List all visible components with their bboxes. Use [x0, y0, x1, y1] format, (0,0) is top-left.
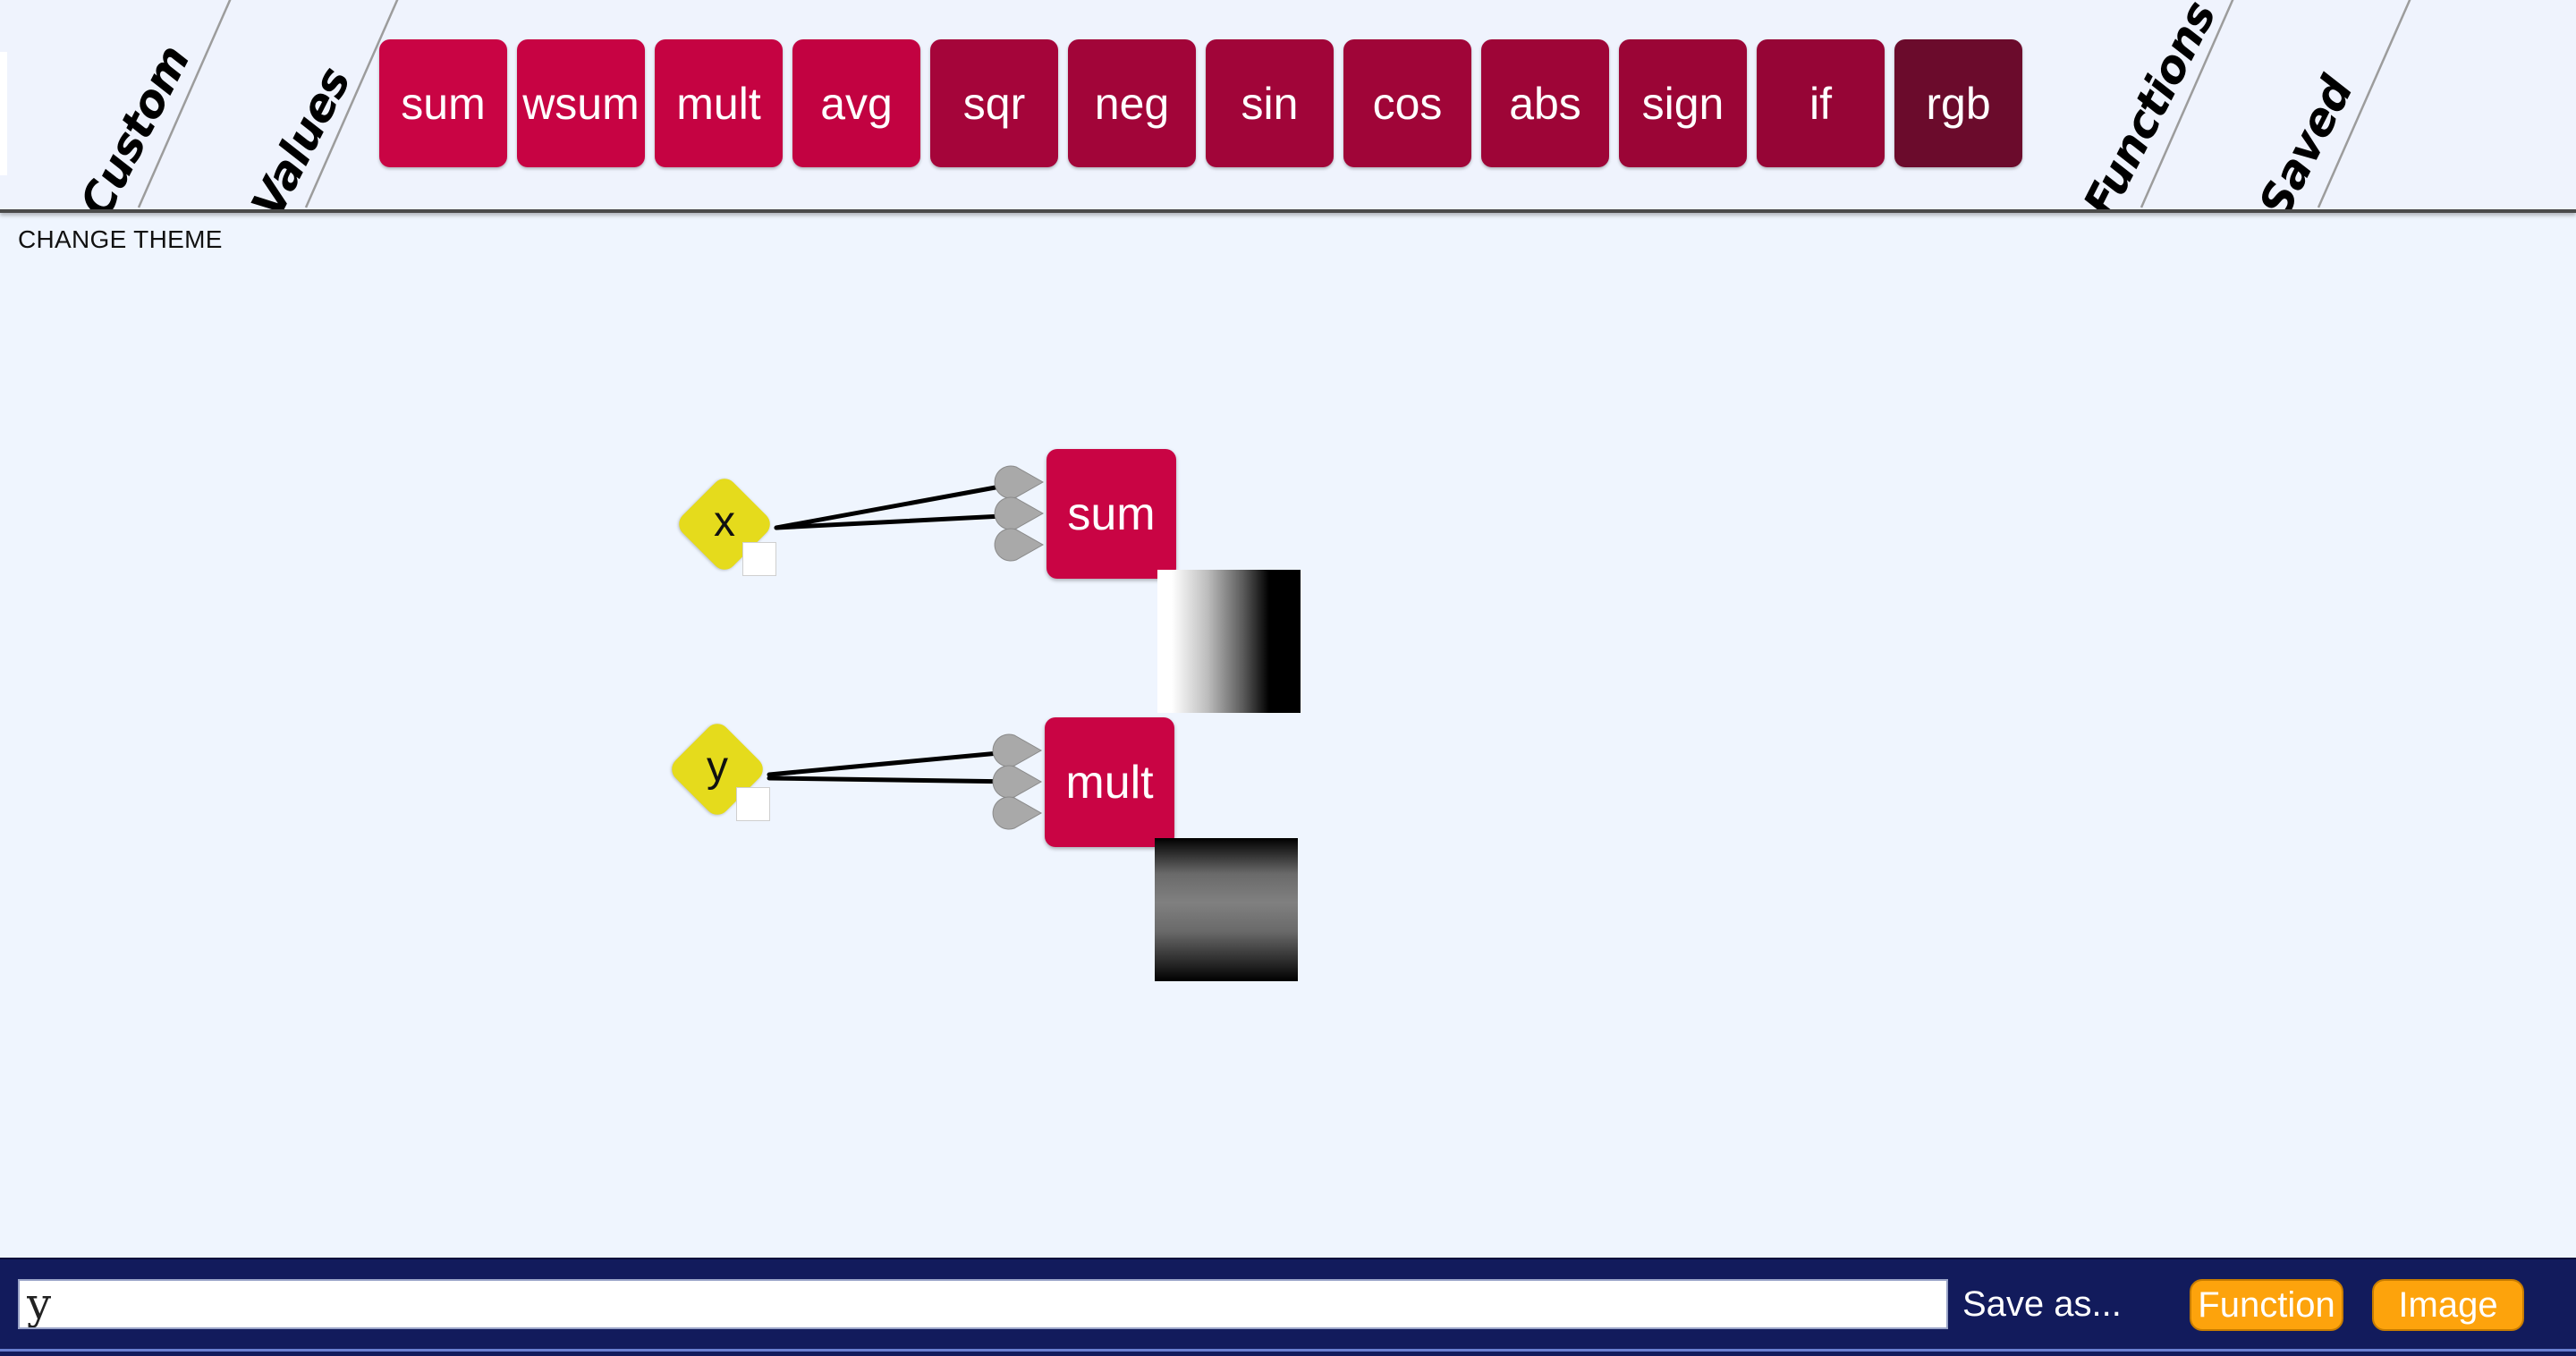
input-port-sum-1	[994, 465, 1045, 499]
function-node-sum-label: sum	[1067, 487, 1156, 540]
function-node-mult[interactable]: mult	[1045, 717, 1174, 847]
value-node-x-output-handle[interactable]	[742, 542, 776, 576]
bottom-bar-edge	[0, 1349, 2576, 1352]
input-port-sum-3	[994, 528, 1045, 562]
custom-value-box[interactable]	[0, 52, 7, 175]
expression-input[interactable]	[18, 1279, 1948, 1329]
save-image-button[interactable]: Image	[2372, 1279, 2524, 1331]
input-port-sum-2	[994, 496, 1045, 530]
connection-x-sum-2	[774, 513, 1022, 530]
connection-y-mult-2	[767, 775, 1021, 784]
value-node-y-output-handle[interactable]	[736, 787, 770, 821]
save-function-button[interactable]: Function	[2190, 1279, 2343, 1331]
tab-dividers	[137, 0, 2411, 208]
function-node-sum[interactable]: sum	[1046, 449, 1176, 579]
input-port-mult-3	[992, 796, 1043, 830]
connection-layer	[767, 465, 1045, 830]
function-node-sum-preview[interactable]	[1157, 570, 1301, 713]
input-port-mult-1	[992, 733, 1043, 767]
connection-y-mult-1	[767, 749, 1021, 777]
connection-x-sum-1	[774, 480, 1022, 530]
function-node-mult-label: mult	[1065, 756, 1154, 809]
change-theme-link[interactable]: CHANGE THEME	[18, 225, 223, 253]
save-as-label: Save as...	[1962, 1284, 2122, 1324]
function-node-mult-preview[interactable]	[1155, 838, 1298, 981]
bottom-bar: Save as... Function Image	[0, 1258, 2576, 1356]
input-port-mult-2	[992, 765, 1043, 799]
